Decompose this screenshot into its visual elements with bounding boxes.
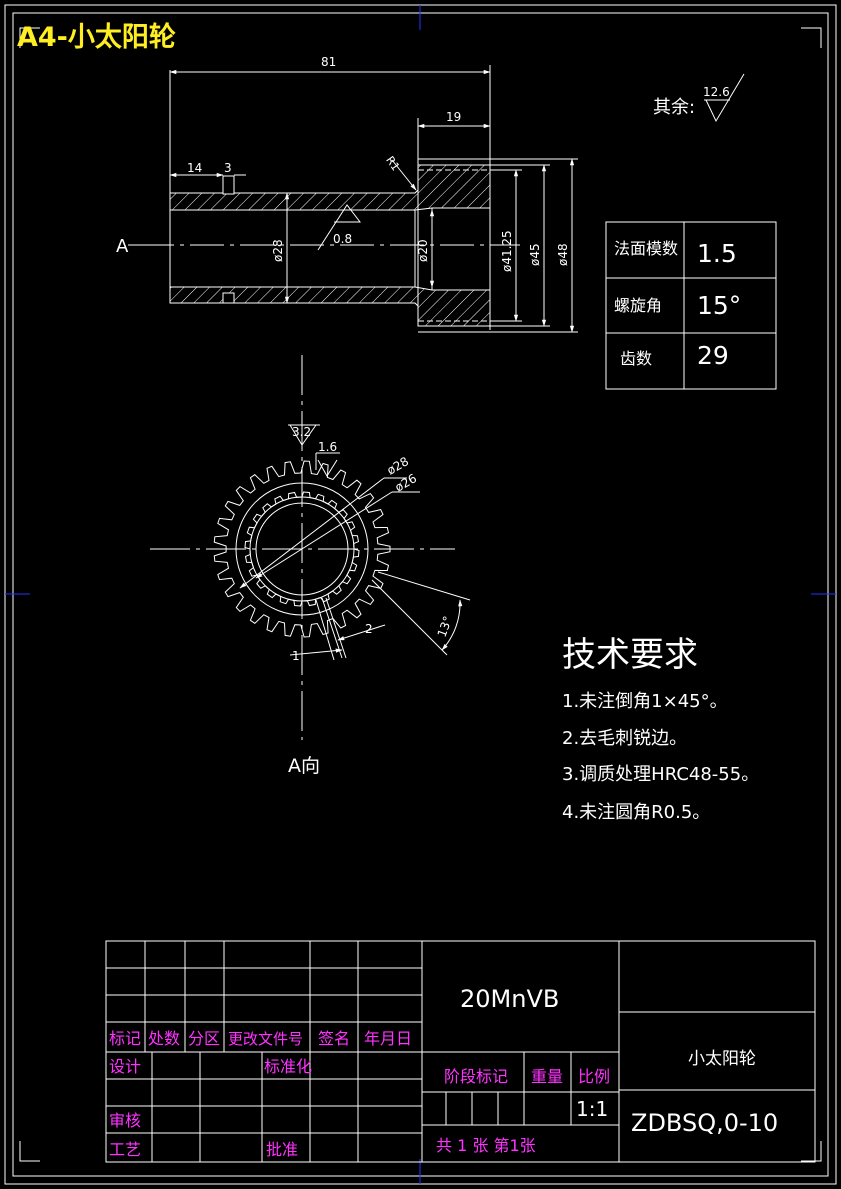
roughness-bore: 0.8 bbox=[333, 232, 352, 246]
tech-req-item-4: 4.未注圆角R0.5。 bbox=[562, 802, 710, 823]
internal-spline-outline bbox=[244, 491, 360, 607]
param-name-teeth: 齿数 bbox=[620, 349, 652, 368]
label-approve: 批准 bbox=[266, 1140, 298, 1159]
dim-d20: ø20 bbox=[416, 239, 430, 262]
scale-value: 1:1 bbox=[576, 1097, 608, 1121]
label-date: 年月日 bbox=[364, 1029, 412, 1048]
label-count: 处数 bbox=[148, 1029, 180, 1048]
shaft-section-view bbox=[128, 65, 578, 333]
dim-d45: ø45 bbox=[528, 243, 542, 266]
dim-r1: R1 bbox=[383, 154, 402, 173]
roughness-note-value: 12.6 bbox=[703, 85, 730, 99]
label-process: 工艺 bbox=[109, 1140, 141, 1159]
view-caption: A向 bbox=[288, 755, 320, 777]
general-roughness-note: 其余: 12.6 bbox=[653, 73, 745, 123]
drawing-number: ZDBSQ,0-10 bbox=[631, 1109, 778, 1137]
label-sign: 签名 bbox=[318, 1029, 350, 1048]
param-name-module: 法面模数 bbox=[614, 239, 678, 258]
gear-parameter-table bbox=[605, 221, 777, 390]
dim-d4125: ø41.25 bbox=[500, 230, 514, 272]
label-change-doc: 更改文件号 bbox=[228, 1030, 303, 1048]
dim-14: 14 bbox=[187, 161, 202, 175]
part-name: 小太阳轮 bbox=[688, 1049, 756, 1069]
label-standard: 标准化 bbox=[264, 1057, 312, 1076]
param-name-helix: 螺旋角 bbox=[614, 296, 662, 315]
view-spline-2: 2 bbox=[365, 622, 373, 636]
dim-d48: ø48 bbox=[556, 243, 570, 266]
param-value-helix: 15° bbox=[697, 291, 741, 320]
label-stage: 阶段标记 bbox=[444, 1067, 508, 1086]
view-spline-1: 1 bbox=[292, 649, 300, 663]
tech-req-item-2: 2.去毛刺锐边。 bbox=[562, 728, 687, 749]
dim-19: 19 bbox=[446, 110, 461, 124]
title-block bbox=[105, 940, 816, 1163]
tech-req-item-1: 1.未注倒角1×45°。 bbox=[562, 691, 728, 712]
tech-req-item-3: 3.调质处理HRC48-55。 bbox=[562, 764, 759, 785]
drawing-frame bbox=[4, 4, 837, 1185]
dim-81: 81 bbox=[321, 55, 336, 69]
dim-d28: ø28 bbox=[271, 239, 285, 262]
view-angle-13: 13° bbox=[435, 614, 455, 639]
view-roughness-16: 1.6 bbox=[318, 440, 337, 454]
roughness-note-label: 其余: bbox=[653, 97, 695, 118]
tech-req-title: 技术要求 bbox=[562, 635, 698, 675]
label-weight: 重量 bbox=[531, 1067, 563, 1086]
section-mark-a: A bbox=[116, 236, 129, 257]
drawing-title: A4-小太阳轮 bbox=[17, 22, 176, 53]
label-scale: 比例 bbox=[578, 1067, 610, 1086]
label-design: 设计 bbox=[109, 1057, 141, 1076]
label-zone: 分区 bbox=[188, 1029, 220, 1048]
label-check: 审核 bbox=[109, 1111, 141, 1130]
param-value-module: 1.5 bbox=[697, 239, 737, 268]
gear-teeth-outline bbox=[213, 460, 391, 638]
gear-end-view bbox=[150, 355, 471, 740]
param-value-teeth: 29 bbox=[697, 341, 729, 370]
dim-3: 3 bbox=[224, 161, 232, 175]
view-roughness-32: 3.2 bbox=[292, 425, 311, 439]
label-mark: 标记 bbox=[109, 1029, 141, 1048]
label-sheets: 共 1 张 第1张 bbox=[436, 1136, 536, 1155]
material: 20MnVB bbox=[460, 985, 559, 1013]
